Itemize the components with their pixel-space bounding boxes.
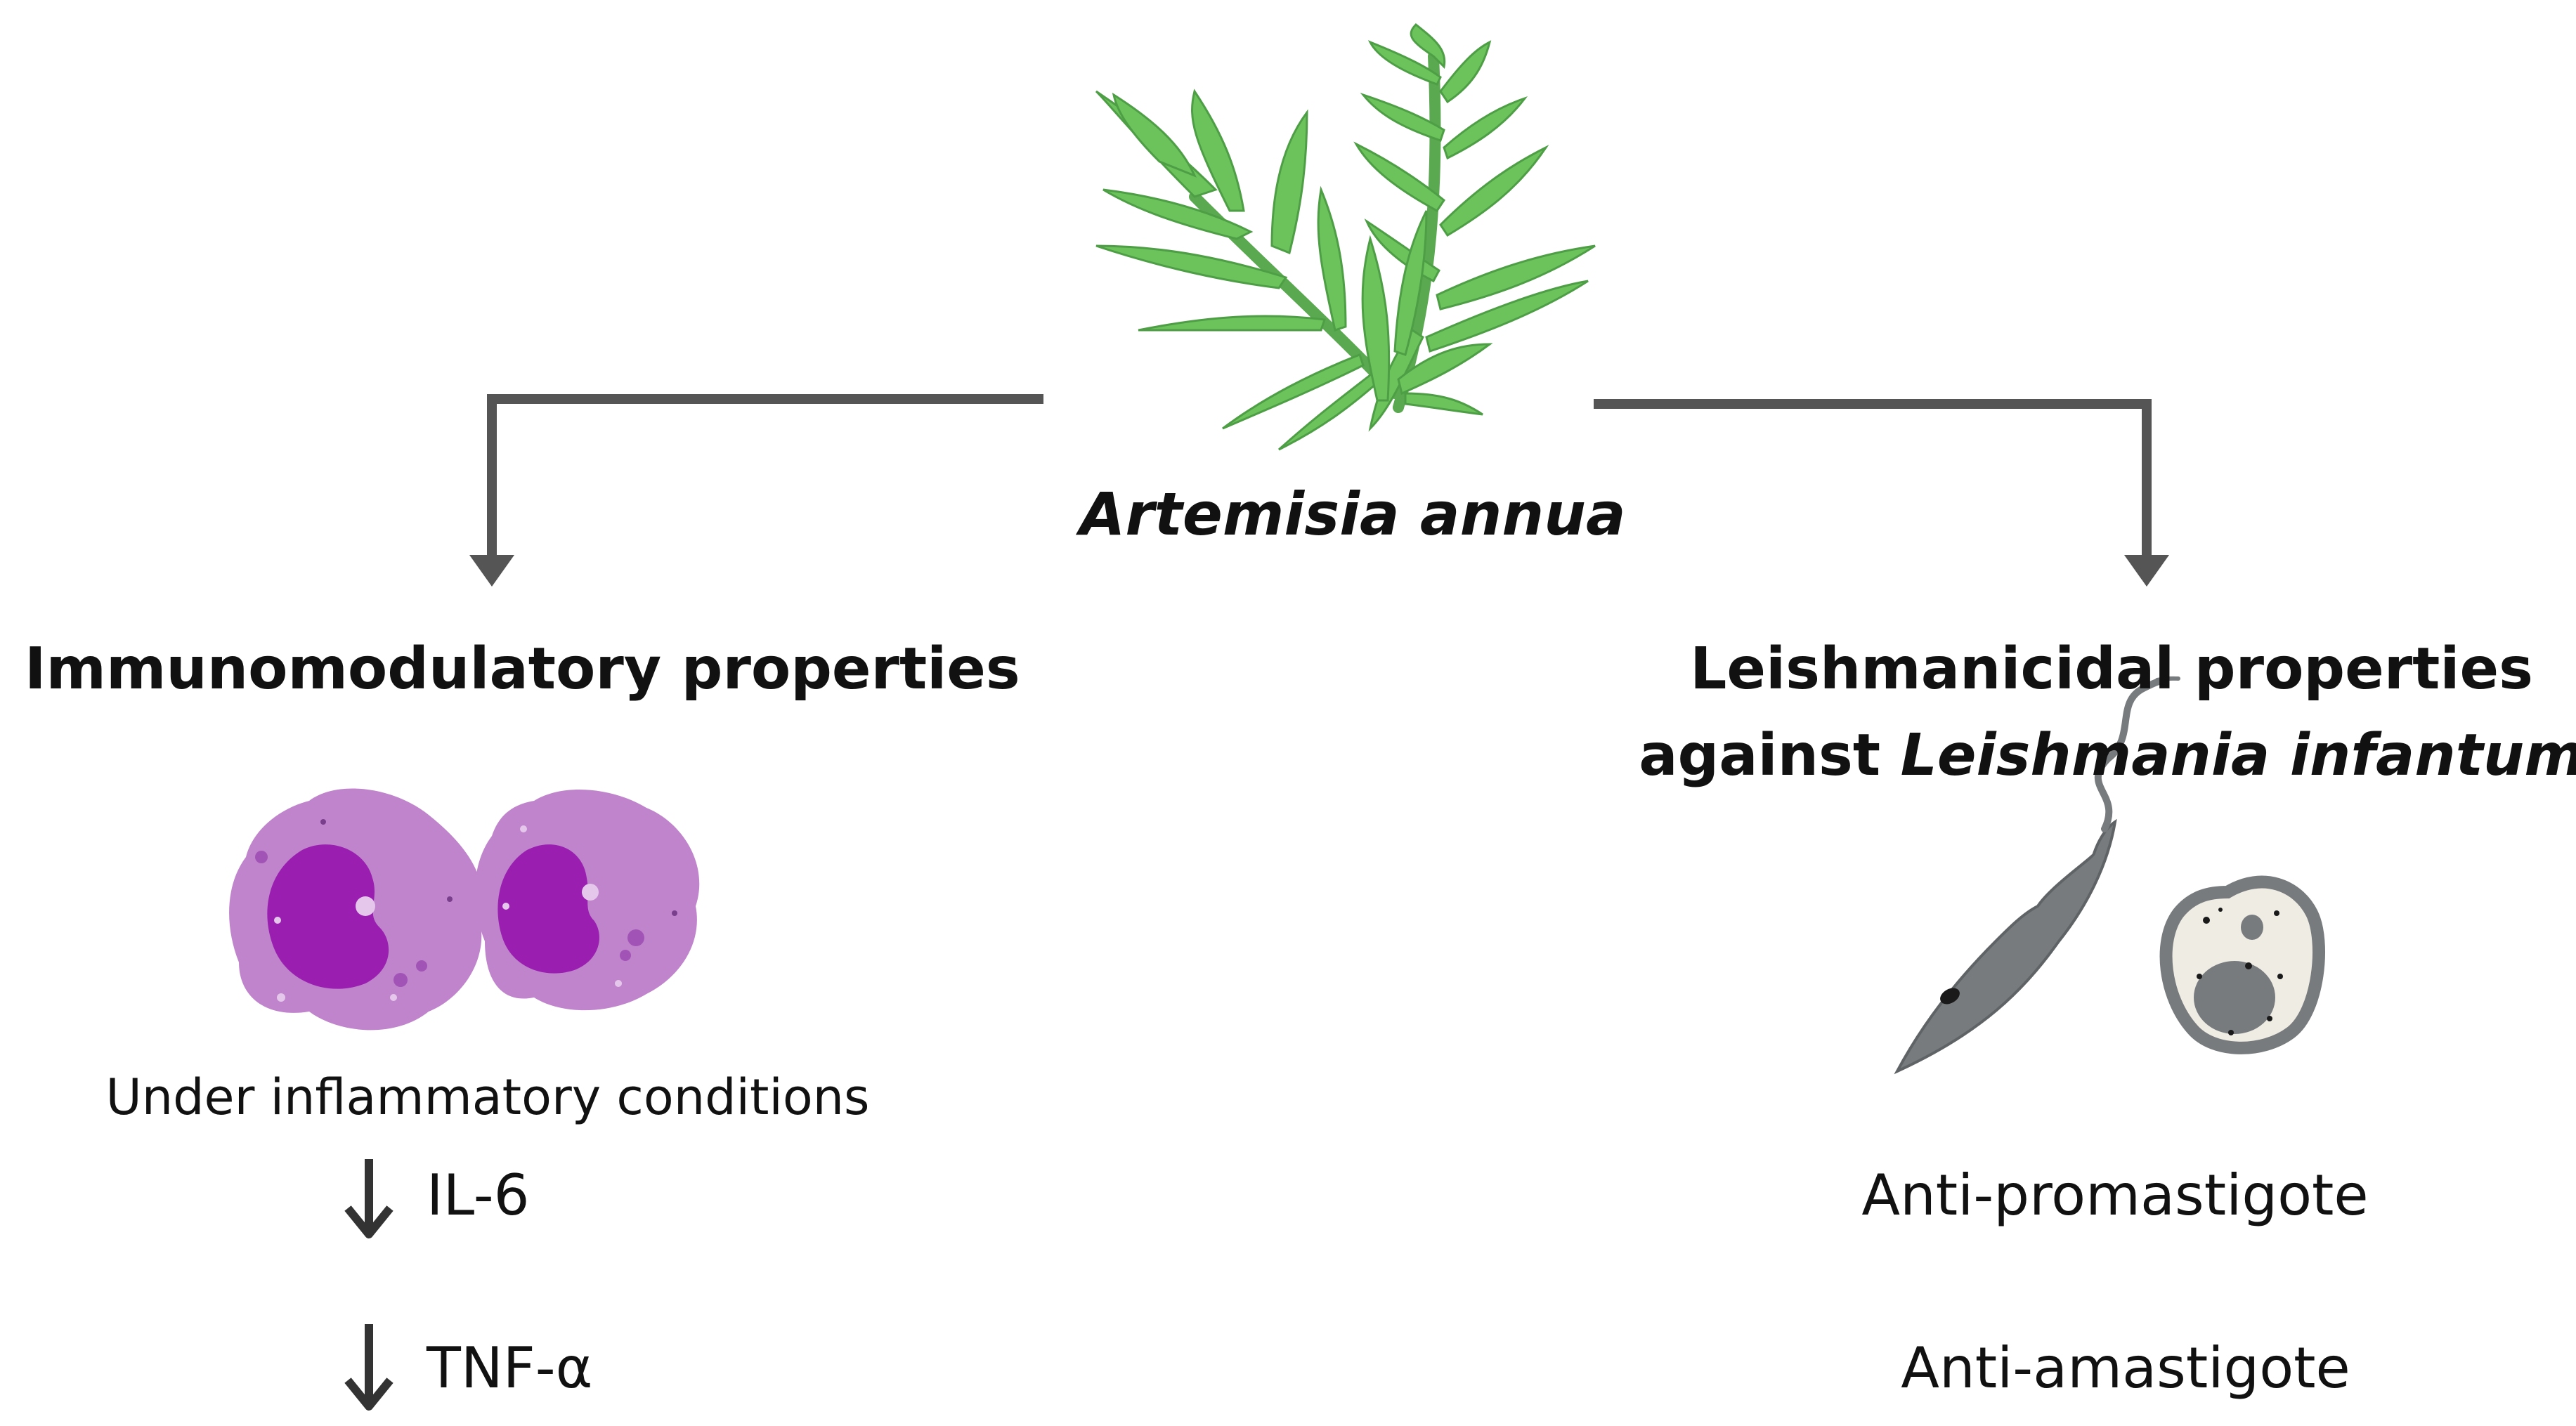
promastigote-parasite-icon <box>1894 676 2180 1075</box>
branch-arrow-right <box>1594 399 2169 587</box>
anti-promastigote-label: Anti-promastigote <box>1861 1163 2369 1228</box>
macrophage-cell-icon <box>229 788 700 1031</box>
leishmanicidal-title: Leishmanicidal properties <box>1690 636 2533 702</box>
artemisia-leaf-icon <box>1095 22 1596 451</box>
immunomodulatory-title: Immunomodulatory properties <box>25 636 1020 702</box>
plant-name: Artemisia annua <box>1079 480 1626 549</box>
amastigote-parasite-icon <box>2159 875 2325 1054</box>
against-text: against <box>1639 722 1901 789</box>
species-name: Leishmania infantum <box>1900 722 2576 789</box>
down-arrow-icon-tnf <box>344 1324 393 1411</box>
effect-il6-label: IL-6 <box>427 1163 530 1228</box>
effect-tnf-label: TNF-α <box>427 1335 593 1401</box>
branch-arrow-left <box>469 394 1043 587</box>
condition-note: Under inflammatory conditions <box>105 1068 870 1126</box>
leishmanicidal-subtitle: against Leishmania infantum <box>1639 727 2576 785</box>
down-arrow-icon-il6 <box>344 1159 393 1238</box>
anti-amastigote-label: Anti-amastigote <box>1901 1335 2350 1401</box>
